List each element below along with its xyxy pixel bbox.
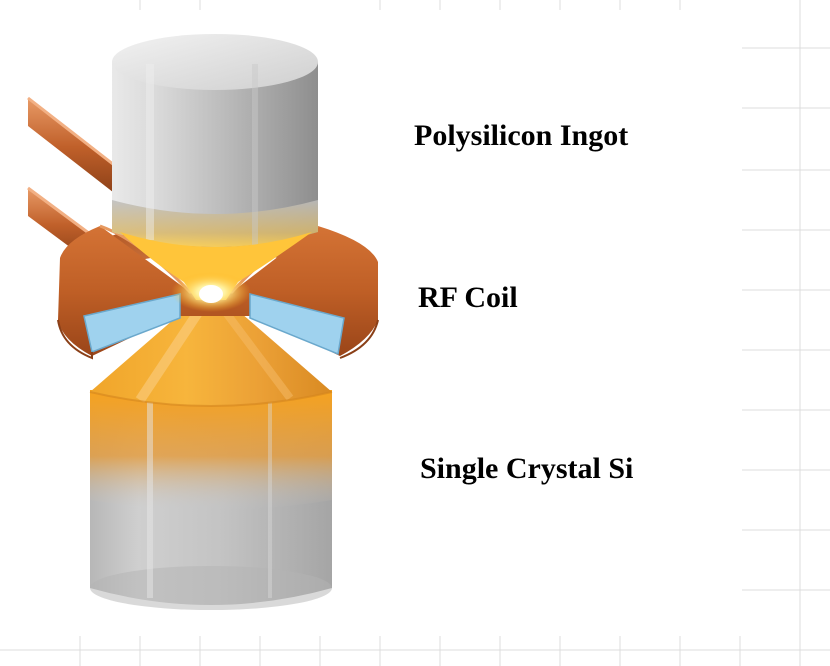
melt-zone-icon — [120, 232, 312, 312]
single-crystal-icon — [90, 390, 332, 610]
label-single-crystal-si: Single Crystal Si — [420, 452, 634, 485]
polysilicon-ingot-icon — [112, 34, 318, 247]
label-rf-coil: RF Coil — [418, 281, 518, 314]
label-polysilicon-ingot: Polysilicon Ingot — [414, 119, 629, 152]
crystal-cone — [89, 299, 333, 407]
